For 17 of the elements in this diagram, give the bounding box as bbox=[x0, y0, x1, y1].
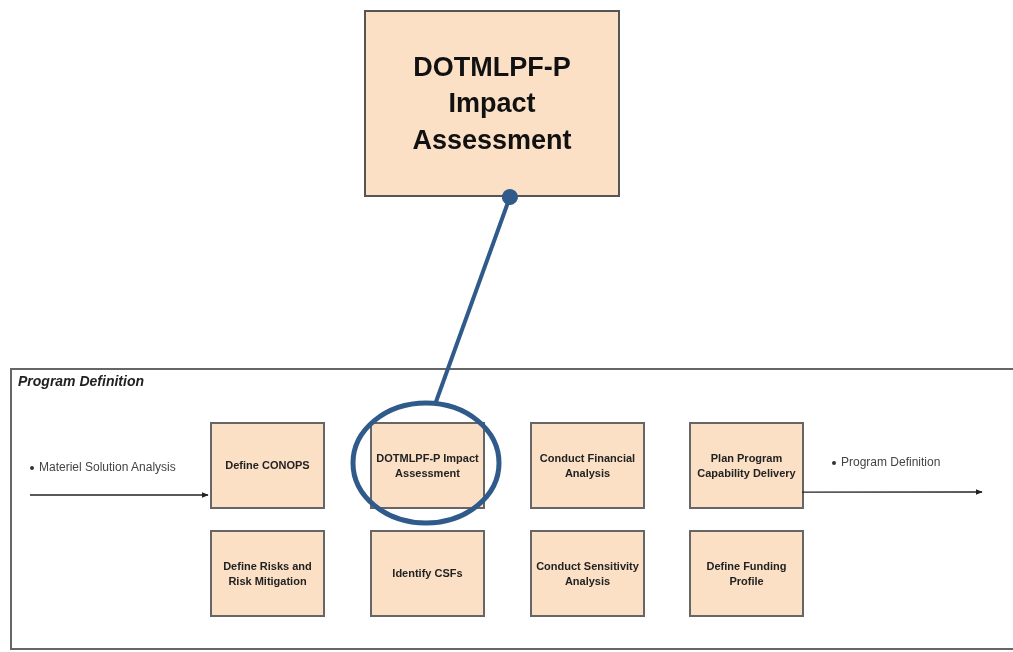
process-box: Plan Program Capability Delivery bbox=[689, 422, 804, 509]
process-box: DOTMLPF-P Impact Assessment bbox=[370, 422, 485, 509]
process-box: Define Funding Profile bbox=[689, 530, 804, 617]
process-box: Define CONOPS bbox=[210, 422, 325, 509]
panel-title: Program Definition bbox=[18, 373, 144, 389]
process-box: Conduct Financial Analysis bbox=[530, 422, 645, 509]
process-box: Conduct Sensitivity Analysis bbox=[530, 530, 645, 617]
process-box: Identify CSFs bbox=[370, 530, 485, 617]
edge-label: Program Definition bbox=[832, 455, 971, 471]
callout-line bbox=[434, 189, 518, 403]
process-box: DOTMLPF-P Impact Assessment bbox=[364, 10, 620, 197]
process-box: Define Risks and Risk Mitigation bbox=[210, 530, 325, 617]
phase-panel bbox=[10, 368, 1013, 650]
highlight-ellipse bbox=[350, 400, 502, 526]
arrow bbox=[801, 489, 983, 495]
edge-label: Materiel Solution Analysis bbox=[30, 460, 189, 476]
arrow bbox=[29, 492, 209, 498]
